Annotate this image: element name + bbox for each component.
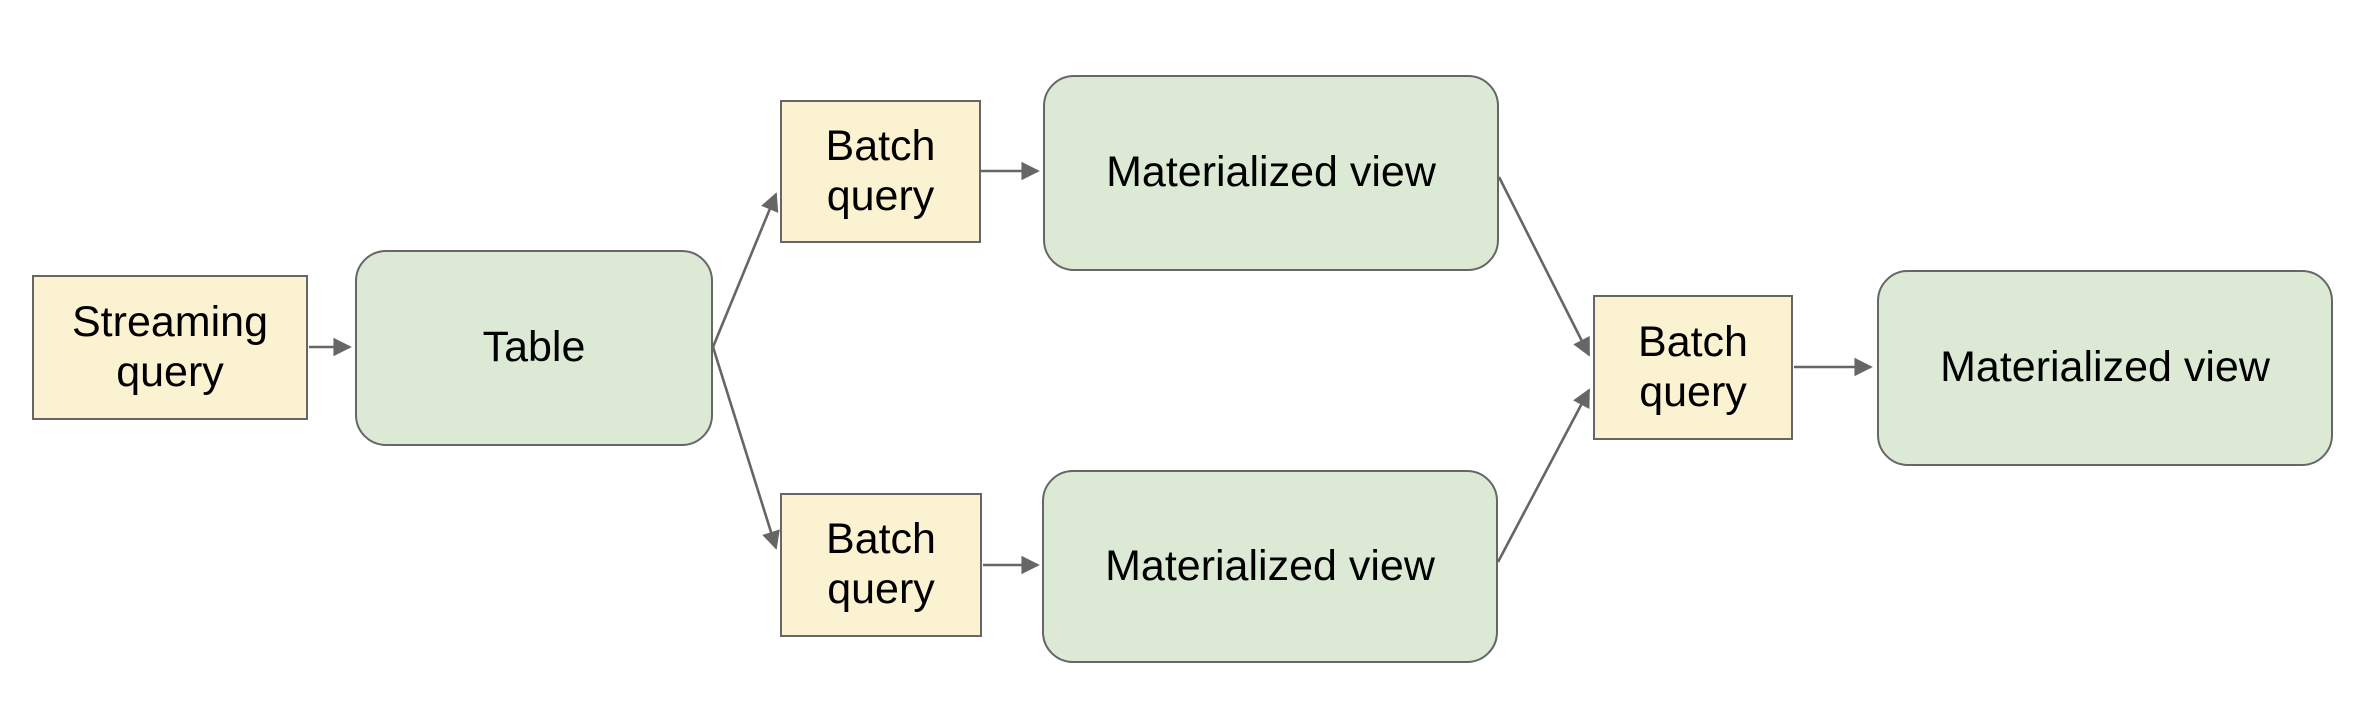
node-label-batch-query-top: Batch query: [825, 121, 936, 220]
node-label-materialized-view-bottom: Materialized view: [1105, 541, 1435, 590]
node-table: Table: [355, 250, 713, 446]
edge-table-to-batch-query-top: [711, 192, 779, 348]
edge-materialized-view-top-to-batch-query-right: [1497, 176, 1591, 357]
edge-materialized-view-bottom-to-batch-query-right: [1496, 388, 1591, 563]
node-label-materialized-view-top: Materialized view: [1106, 148, 1436, 197]
node-label-table: Table: [482, 323, 586, 372]
node-label-streaming-query: Streaming query: [72, 297, 268, 396]
node-materialized-view-final: Materialized view: [1877, 270, 2333, 466]
node-materialized-view-top: Materialized view: [1043, 75, 1499, 271]
node-batch-query-top: Batch query: [780, 100, 981, 243]
node-materialized-view-bottom: Materialized view: [1042, 470, 1498, 663]
node-label-batch-query-bottom: Batch query: [826, 515, 936, 613]
node-label-materialized-view-final: Materialized view: [1940, 343, 2270, 392]
node-streaming-query: Streaming query: [32, 275, 308, 420]
edge-table-to-batch-query-bottom: [711, 346, 780, 550]
node-batch-query-bottom: Batch query: [780, 493, 982, 637]
node-label-batch-query-right: Batch query: [1638, 317, 1748, 416]
node-batch-query-right: Batch query: [1593, 295, 1793, 440]
